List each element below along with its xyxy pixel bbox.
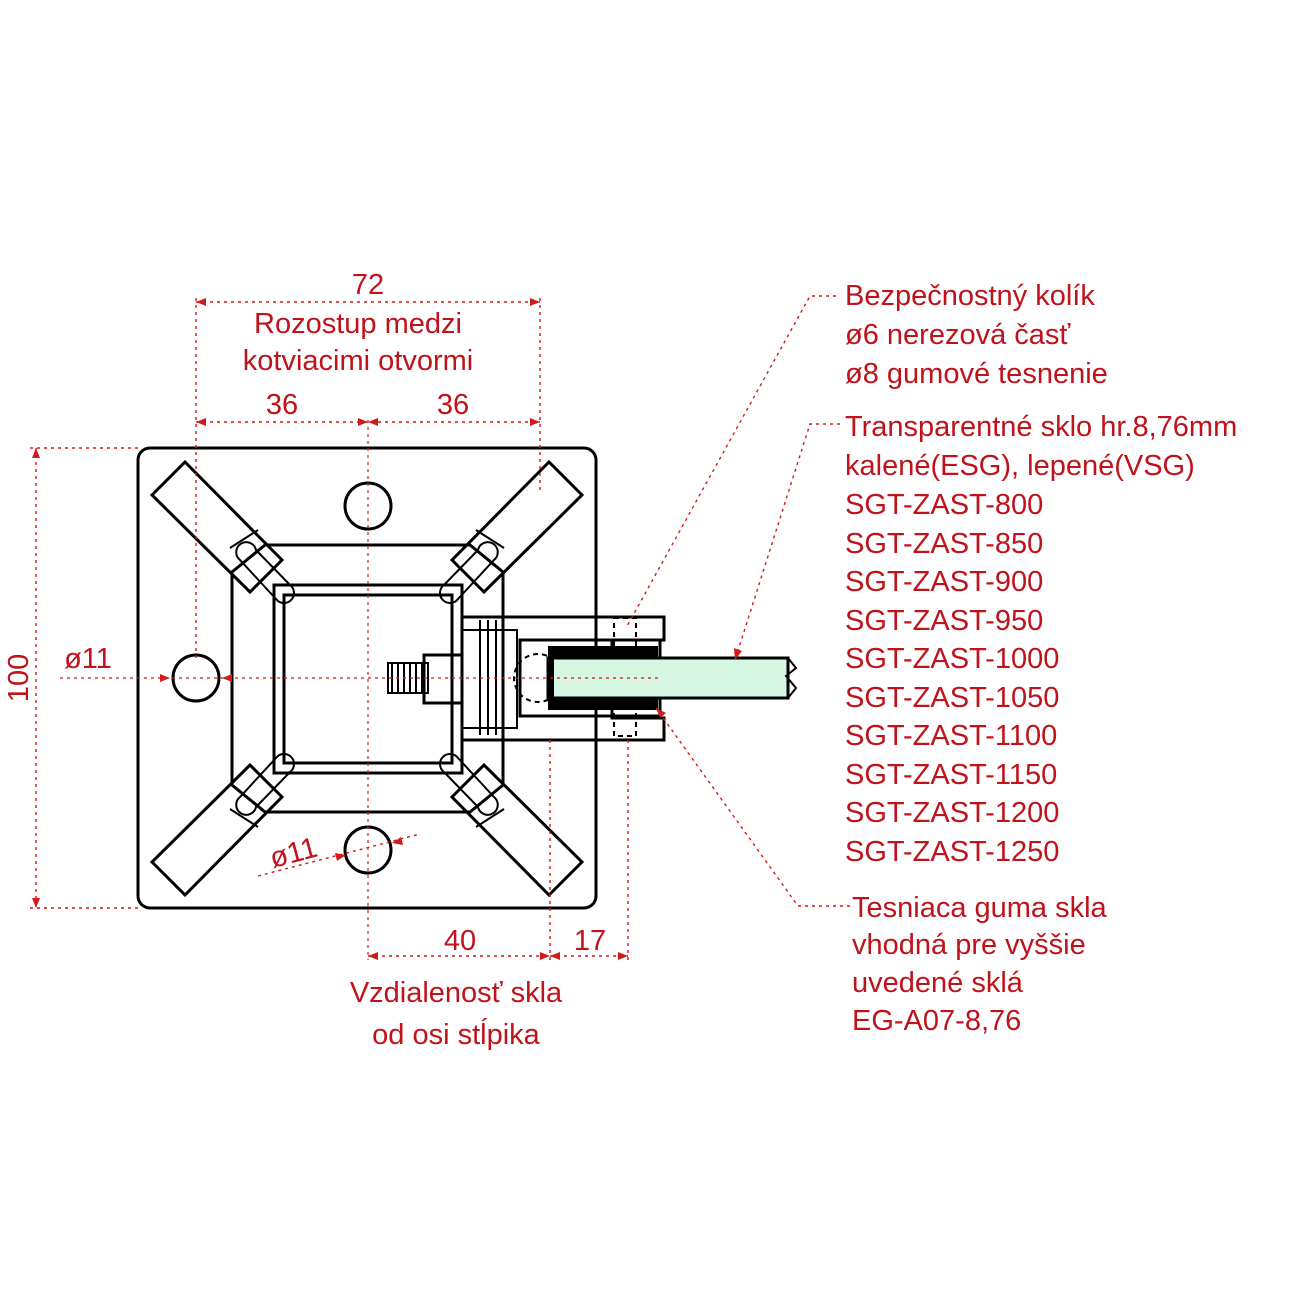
- rubber-callout-2: vhodná pre vyššie: [852, 929, 1086, 961]
- pin-callout-1: Bezpečnostný kolík: [845, 280, 1095, 312]
- dim-100-text: 100: [3, 654, 35, 702]
- rib-top-right: [449, 459, 585, 595]
- hole-bottom-text: ø11: [266, 832, 320, 875]
- pin-callout-3: ø8 gumové tesnenie: [845, 358, 1108, 390]
- base-plate: [136, 446, 598, 910]
- glass-model-1150: SGT-ZAST-1150: [845, 759, 1057, 791]
- dimension-40-17: [368, 740, 629, 960]
- dim-40-text: 40: [444, 925, 476, 957]
- rib-bottom-right: [449, 762, 585, 898]
- dimension-72: [195, 298, 541, 660]
- distance-label-2: od osi stĺpika: [372, 1017, 541, 1051]
- rubber-callout-4: EG-A07-8,76: [852, 1005, 1021, 1037]
- dim-36-left-text: 36: [266, 389, 298, 421]
- glass-callout-1: Transparentné sklo hr.8,76mm: [845, 411, 1237, 443]
- glass-callout-2: kalené(ESG), lepené(VSG): [845, 450, 1195, 482]
- spacing-label-1: Rozostup medzi: [254, 308, 462, 340]
- glass-model-900: SGT-ZAST-900: [845, 566, 1043, 598]
- glass-model-850: SGT-ZAST-850: [845, 528, 1043, 560]
- rib-top-left: [149, 459, 285, 595]
- glass-model-800: SGT-ZAST-800: [845, 489, 1043, 521]
- glass-model-1050: SGT-ZAST-1050: [845, 682, 1059, 714]
- glass-model-1100: SGT-ZAST-1100: [845, 720, 1057, 752]
- dimension-36: [196, 418, 540, 426]
- glass-model-1250: SGT-ZAST-1250: [845, 836, 1059, 868]
- rubber-callout-3: uvedené sklá: [852, 967, 1024, 999]
- spacing-label-2: kotviacimi otvormi: [243, 345, 473, 377]
- dim-36-right-text: 36: [437, 389, 469, 421]
- pin-callout-2: ø6 nerezová časť: [845, 319, 1071, 351]
- distance-label-1: Vzdialenosť skla: [350, 977, 563, 1009]
- hole-left-text: ø11: [64, 643, 112, 675]
- glass-model-1000: SGT-ZAST-1000: [845, 643, 1059, 675]
- rubber-callout-1: Tesniaca guma skla: [852, 892, 1108, 924]
- glass-model-1200: SGT-ZAST-1200: [845, 797, 1059, 829]
- rib-bottom-left: [149, 762, 285, 898]
- dim-72-text: 72: [352, 269, 384, 301]
- glass-model-950: SGT-ZAST-950: [845, 605, 1043, 637]
- dim-17-text: 17: [574, 925, 606, 957]
